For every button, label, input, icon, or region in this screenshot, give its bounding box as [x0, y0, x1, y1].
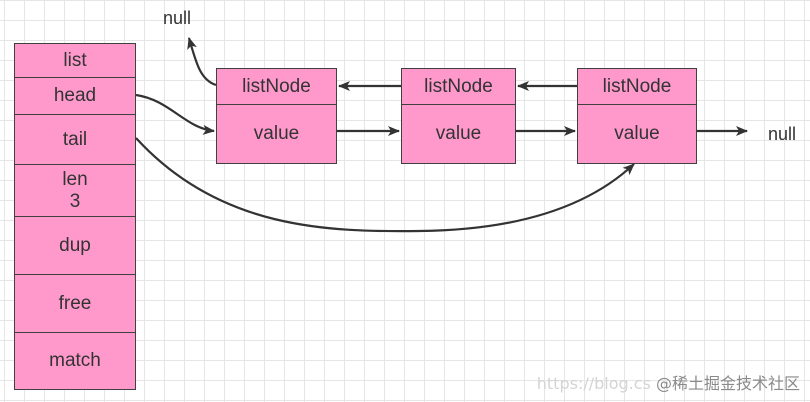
null-label-top: null	[163, 8, 192, 28]
list-field-head: head	[15, 77, 135, 114]
list-field-tail: tail	[15, 114, 135, 164]
node-value: value	[402, 104, 515, 163]
node-value-label: value	[253, 123, 300, 144]
null-label-right: null	[768, 124, 797, 144]
list-field-label: head	[53, 85, 97, 106]
list-node-1: listNode value	[216, 68, 337, 164]
list-node-3: listNode value	[577, 68, 697, 164]
list-field-label: tail	[62, 128, 88, 150]
list-struct: list head tail len 3 dup free match	[14, 43, 136, 390]
list-field-label: dup	[59, 234, 91, 256]
list-field-label: match	[49, 350, 101, 371]
list-field-list: list	[15, 44, 135, 77]
watermark: https://blog.cs @稀土掘金技术社区	[537, 370, 800, 394]
node-title-label: listNode	[424, 75, 493, 97]
node-title-label: listNode	[602, 75, 672, 97]
list-field-len: len 3	[15, 164, 135, 216]
list-node-2: listNode value	[401, 68, 516, 164]
arrow-tail-to-node3	[135, 137, 635, 233]
watermark-site: @稀土掘金技术社区	[655, 374, 800, 393]
list-field-dup: dup	[15, 216, 135, 274]
list-field-free: free	[15, 274, 135, 332]
node-value-label: value	[614, 123, 660, 144]
node-title: listNode	[402, 69, 515, 104]
node-title: listNode	[217, 69, 336, 104]
node-value-label: value	[435, 123, 482, 144]
len-value: 3	[69, 190, 81, 212]
node-value: value	[578, 104, 696, 163]
list-field-match: match	[15, 332, 135, 389]
watermark-url: https://blog.cs	[536, 374, 651, 393]
list-field-label: list	[63, 49, 87, 71]
node-value: value	[217, 104, 336, 163]
list-field-label: free	[58, 292, 92, 314]
arrow-head-to-node1	[135, 93, 215, 135]
arrow-node1-prev-to-null	[187, 37, 217, 87]
node-title: listNode	[578, 69, 696, 104]
list-field-label: len	[62, 168, 88, 190]
node-title-label: listNode	[242, 75, 311, 97]
